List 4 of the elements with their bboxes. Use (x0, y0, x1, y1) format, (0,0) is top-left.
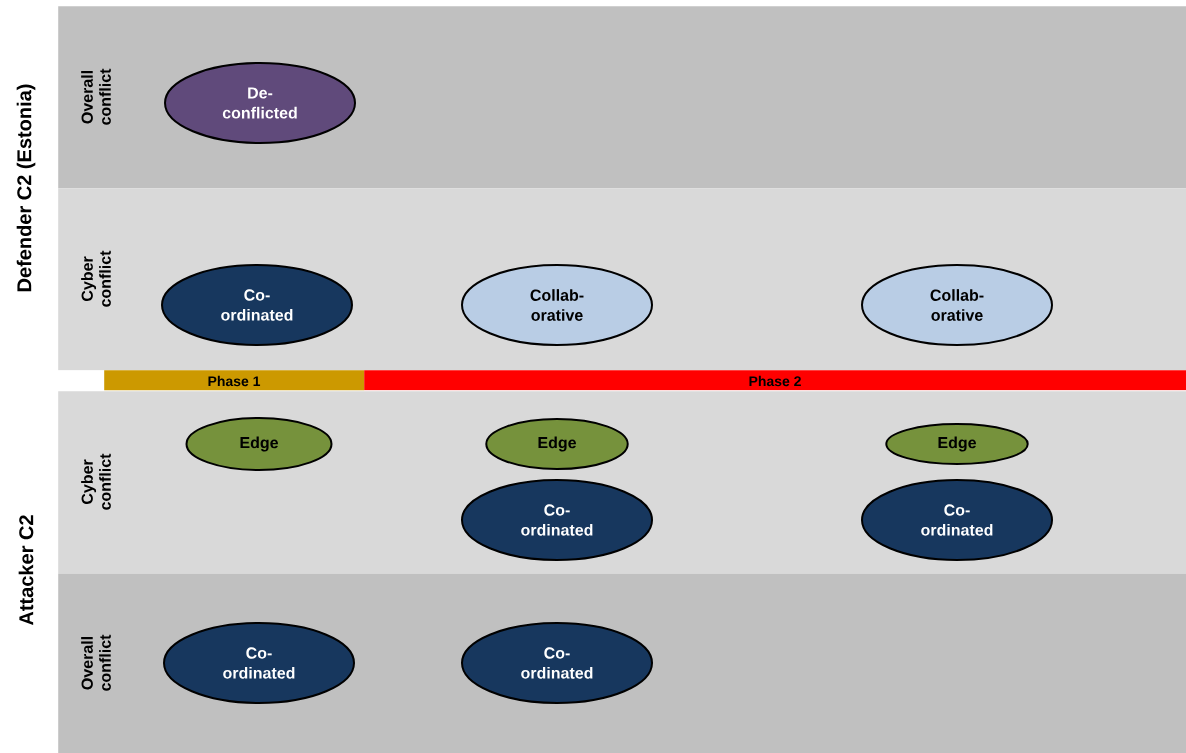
phase-bar: Phase 2 (364, 370, 1186, 391)
group-label: Attacker C2 (18, 515, 34, 626)
group-label: Defender C2 (Estonia) (16, 84, 36, 292)
phase-bar: Phase 1 (104, 370, 365, 391)
